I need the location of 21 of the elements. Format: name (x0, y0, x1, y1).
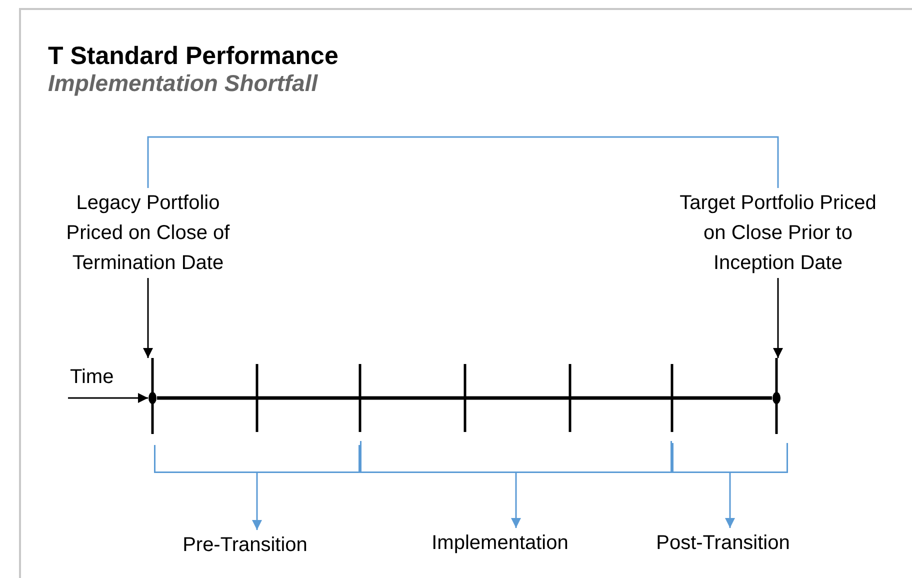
timeline (157, 396, 772, 400)
timeline-endpoint (148, 358, 157, 434)
timeline-endpoint (772, 358, 781, 434)
bracket (672, 443, 788, 473)
arrow (773, 278, 783, 358)
bracket (360, 441, 672, 473)
text-label: Implementation (400, 528, 600, 558)
text-label: Pre-Transition (150, 530, 340, 560)
arrow (511, 473, 521, 528)
bracket (154, 445, 360, 473)
text-label: Legacy Portfolio Priced on Close of Termination Date (53, 188, 243, 278)
text-label: Target Portfolio Priced on Close Prior to Inception Date (673, 188, 883, 278)
title: T Standard Performance (48, 42, 338, 71)
arrow (252, 473, 262, 530)
axis-label: Time (70, 366, 114, 389)
arrow (725, 473, 735, 528)
arrow (68, 393, 148, 403)
subtitle: Implementation Shortfall (48, 70, 318, 97)
bracket-line (147, 136, 779, 188)
text-label: Post-Transition (628, 528, 818, 558)
arrow (143, 278, 153, 358)
